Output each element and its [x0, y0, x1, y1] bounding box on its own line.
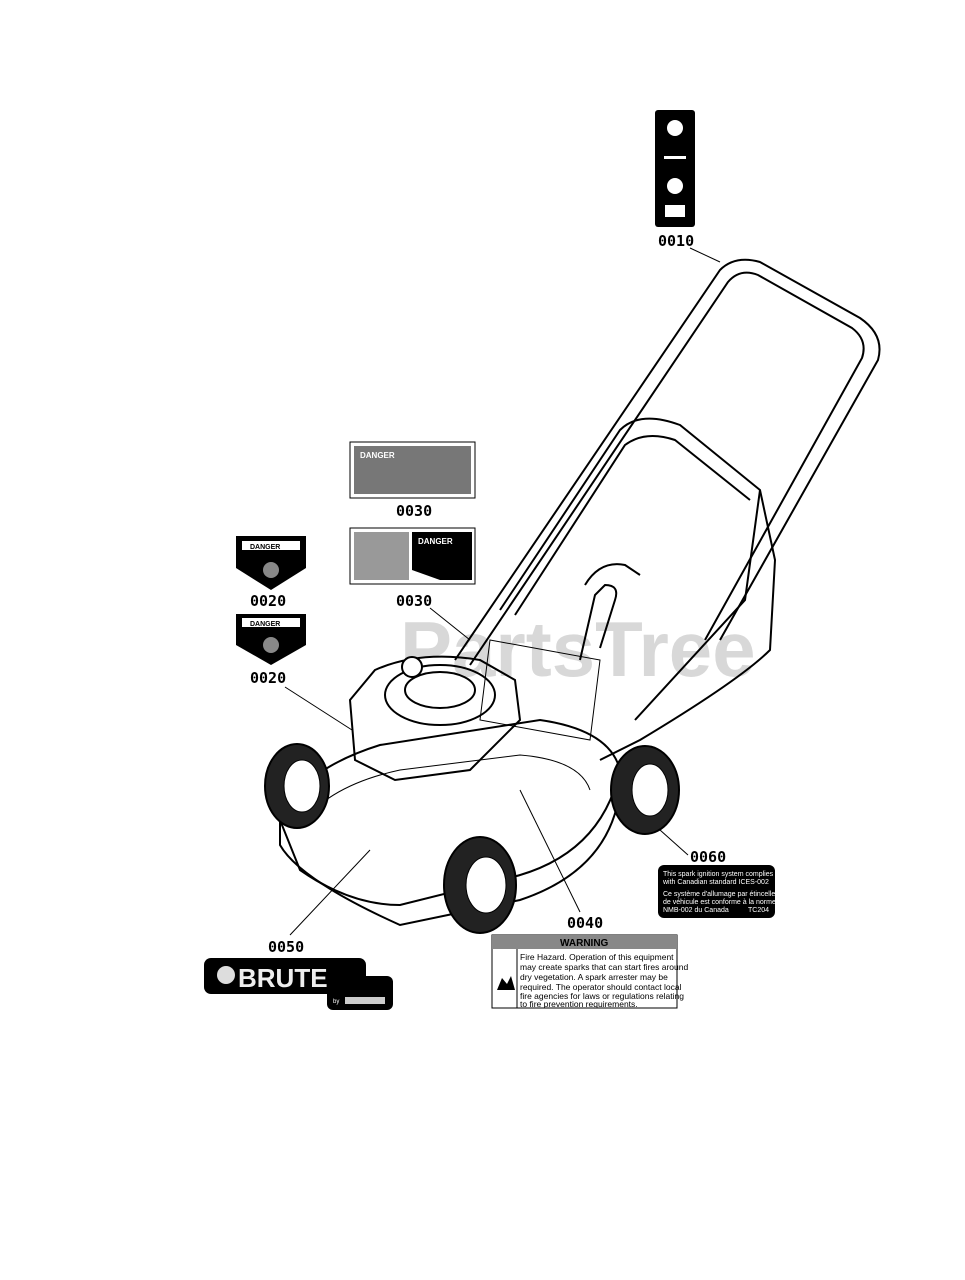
svg-text:BRUTE: BRUTE — [238, 963, 328, 993]
callout-0060[interactable]: 0060 — [690, 848, 726, 866]
callout-0020[interactable]: 0020 — [250, 592, 286, 610]
svg-text:to fire prevention requirement: to fire prevention requirements. — [520, 999, 638, 1009]
callout-0030[interactable]: 0030 — [396, 592, 432, 610]
svg-text:Ce système d'allumage par étin: Ce système d'allumage par étincelle — [663, 891, 775, 898]
svg-text:may create sparks that can sta: may create sparks that can start fires a… — [520, 962, 688, 972]
svg-text:de véhicule est conforme à la: de véhicule est conforme à la norme — [663, 899, 776, 906]
svg-text:DANGER: DANGER — [250, 621, 280, 628]
svg-text:TC204: TC204 — [748, 907, 769, 914]
decal-0030-b[interactable]: DANGER — [349, 527, 476, 585]
svg-text:DANGER: DANGER — [360, 451, 395, 460]
svg-text:fire agencies for laws or regu: fire agencies for laws or regulations re… — [520, 991, 684, 1001]
mower-handle — [454, 258, 881, 666]
callout-0020[interactable]: 0020 — [250, 669, 286, 687]
svg-text:Fire Hazard. Operation of this: Fire Hazard. Operation of this equipment — [520, 952, 674, 962]
decal-0060[interactable]: This spark ignition system complies with… — [658, 865, 776, 918]
engine — [348, 655, 522, 782]
svg-text:WARNING: WARNING — [560, 938, 609, 949]
decal-0030-a[interactable]: DANGER — [349, 441, 476, 499]
wheels — [264, 743, 680, 934]
decal-0020-a[interactable]: DANGER — [236, 536, 306, 590]
decal-0020-b[interactable]: DANGER — [236, 614, 306, 665]
callout-0010[interactable]: 0010 — [658, 232, 694, 250]
svg-text:NMB-002 du Canada: NMB-002 du Canada — [663, 907, 729, 914]
decal-0010[interactable] — [655, 110, 695, 227]
decal-0040[interactable]: WARNING Fire Hazard. Operation of this e… — [491, 934, 688, 1009]
svg-text:dry vegetation. A spark arrest: dry vegetation. A spark arrester may be — [520, 972, 668, 982]
svg-text:DANGER: DANGER — [418, 537, 453, 546]
callout-0040[interactable]: 0040 — [567, 914, 603, 932]
grass-bag — [479, 417, 777, 761]
svg-text:by: by — [333, 999, 339, 1005]
fire-icon — [497, 976, 515, 990]
decal-0050[interactable]: BRUTE by — [204, 958, 393, 1010]
callout-0030[interactable]: 0030 — [396, 502, 432, 520]
svg-text:This spark ignition system com: This spark ignition system complies — [663, 871, 774, 878]
svg-text:DANGER: DANGER — [250, 544, 280, 551]
svg-text:with Canadian standard ICES-00: with Canadian standard ICES-002 — [662, 879, 769, 886]
svg-text:required. The operator should: required. The operator should contact lo… — [520, 982, 682, 992]
callout-0050[interactable]: 0050 — [268, 938, 304, 956]
